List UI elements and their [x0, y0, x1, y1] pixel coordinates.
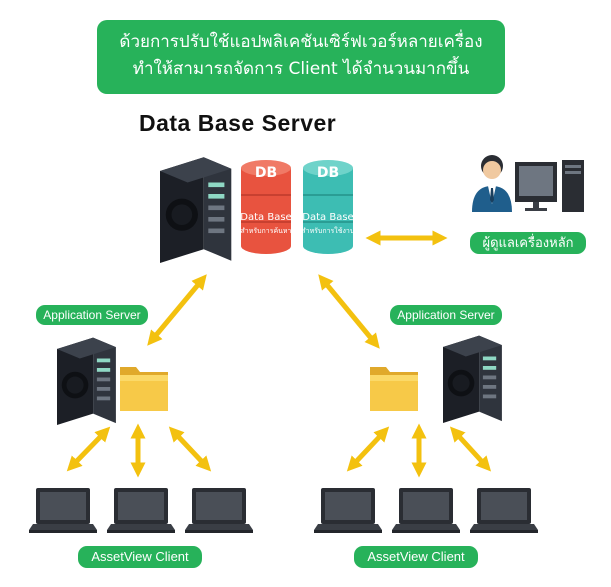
headline-line-1: ด้วยการปรับใช้แอปพลิเคชันเซิร์ฟเวอร์หลาย…: [119, 32, 483, 52]
left-app-server-label: Application Server: [36, 305, 148, 325]
db-label-2: Data Base: [302, 212, 353, 223]
database-server-title: Data Base Server: [139, 110, 337, 136]
right-client-label: AssetView Client: [354, 546, 478, 568]
db-sublabel-1: สำหรับการค้นหา: [241, 227, 292, 235]
database-server-icon: [160, 157, 232, 263]
admin-workstation-icon: [472, 155, 584, 212]
left-app-server-icon: [57, 337, 116, 425]
headline-banner: ด้วยการปรับใช้แอปพลิเคชันเซิร์ฟเวอร์หลาย…: [97, 20, 505, 94]
arrow-db-app-left: [147, 274, 207, 346]
db-badge-2: DB: [317, 165, 339, 181]
headline-line-2: ทำให้สามารถจัดการ Client ได้จำนวนมากขึ้น: [132, 59, 470, 79]
left-client-label: AssetView Client: [78, 546, 202, 568]
db-badge-1: DB: [255, 165, 277, 181]
left-folder-icon: [120, 367, 168, 411]
right-app-server-label: Application Server: [390, 305, 502, 325]
arrow-right-client-1: [346, 426, 390, 472]
right-folder-icon: [370, 367, 418, 411]
arrow-db-app-right: [318, 274, 380, 349]
admin-label: ผู้ดูแลเครื่องหลัก: [470, 232, 586, 254]
right-client-laptop-2: [392, 488, 460, 533]
left-client-laptop-3: [185, 488, 253, 533]
arrow-right-client-3: [449, 426, 492, 472]
db-label-1: Data Base: [240, 212, 291, 223]
connection-arrows: [66, 230, 492, 478]
db-sublabel-2: สำหรับการใช้งาน: [301, 226, 354, 235]
right-client-laptop-3: [470, 488, 538, 533]
arrow-left-client-3: [168, 426, 212, 472]
left-client-laptop-1: [29, 488, 97, 533]
arrow-left-client-1: [66, 426, 111, 472]
usage-database-icon: DB Data Base สำหรับการใช้งาน: [301, 160, 355, 254]
right-client-laptop-1: [314, 488, 382, 533]
right-app-server-icon: [443, 335, 502, 423]
left-client-laptop-2: [107, 488, 175, 533]
search-database-icon: DB Data Base สำหรับการค้นหา: [240, 160, 292, 254]
